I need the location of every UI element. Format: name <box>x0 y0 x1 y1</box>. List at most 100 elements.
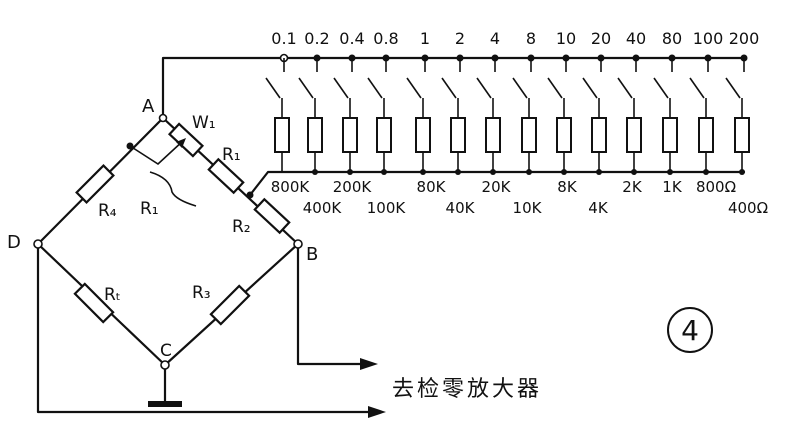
res-value-upper-3: 20K <box>482 178 512 196</box>
label-rt: Rₜ <box>104 285 121 305</box>
bottom-node-3 <box>381 169 387 175</box>
label-r4: R₄ <box>98 201 117 221</box>
res-value-lower-5: 400Ω <box>728 199 768 217</box>
ladder-resistor-7 <box>521 117 537 153</box>
switch-4[interactable] <box>406 77 422 99</box>
range-label-13: 200 <box>729 29 760 48</box>
range-switch-ladder <box>265 53 750 175</box>
ladder-resistor-3 <box>376 117 392 153</box>
brace-r1-portion <box>149 171 197 207</box>
bottom-node-4 <box>420 169 426 175</box>
range-label-9: 20 <box>591 29 611 48</box>
resistor-value-labels-lower: 400K 100K 40K 10K 4K 400Ω <box>303 199 768 217</box>
label-r3: R₃ <box>192 283 211 303</box>
range-label-10: 40 <box>626 29 646 48</box>
terminal-a[interactable] <box>158 113 168 123</box>
res-value-upper-2: 80K <box>417 178 447 196</box>
bottom-node-10 <box>631 169 637 175</box>
ladder-resistor-1 <box>307 117 323 153</box>
node-label-b: B <box>306 244 318 265</box>
ladder-resistor-9 <box>591 117 607 153</box>
node-label-c: C <box>160 341 172 361</box>
switch-5[interactable] <box>441 77 457 99</box>
ladder-resistor-4 <box>415 117 431 153</box>
resistor-rt <box>73 282 115 324</box>
bottom-node-9 <box>596 169 602 175</box>
ladder-resistor-13 <box>734 117 750 153</box>
bottom-node-7 <box>526 169 532 175</box>
resistor-r3 <box>209 284 251 326</box>
res-value-upper-0: 800K <box>271 178 311 196</box>
figure-number-circle <box>667 307 713 353</box>
output-label: 去检零放大器 <box>392 377 542 402</box>
label-r1-pot: R₁ <box>140 199 159 219</box>
res-value-lower-4: 4K <box>588 199 609 217</box>
terminal-c[interactable] <box>160 360 170 370</box>
range-label-4: 1 <box>420 29 430 48</box>
label-w1: W₁ <box>192 113 216 133</box>
res-value-upper-6: 1K <box>662 178 683 196</box>
res-value-upper-1: 200K <box>333 178 373 196</box>
ladder-resistor-11 <box>662 117 678 153</box>
range-label-3: 0.8 <box>373 29 398 48</box>
resistor-r2 <box>253 197 291 235</box>
bottom-node-11 <box>667 169 673 175</box>
switch-6[interactable] <box>476 77 492 99</box>
switch-12[interactable] <box>689 77 705 99</box>
switch-10[interactable] <box>617 77 633 99</box>
res-value-upper-5: 2K <box>622 178 643 196</box>
arrow-b-output <box>360 358 378 370</box>
bottom-node-8 <box>561 169 567 175</box>
range-label-12: 100 <box>693 29 724 48</box>
figure-number: 4 <box>681 314 699 347</box>
wire-b-output <box>296 242 364 366</box>
ladder-resistor-10 <box>626 117 642 153</box>
bottom-node-2 <box>347 169 353 175</box>
terminal-b[interactable] <box>293 239 303 249</box>
wiper-w1 <box>129 139 185 166</box>
res-value-lower-0: 400K <box>303 199 343 217</box>
junction-left-arm <box>126 142 134 150</box>
res-value-lower-2: 40K <box>446 199 476 217</box>
ladder-resistor-5 <box>450 117 466 153</box>
ladder-resistor-8 <box>556 117 572 153</box>
switch-13[interactable] <box>725 77 741 99</box>
range-label-1: 0.2 <box>304 29 329 48</box>
switch-8[interactable] <box>547 77 563 99</box>
wiper-w1-arrow <box>176 138 186 148</box>
bottom-node-13 <box>739 169 745 175</box>
range-label-7: 8 <box>526 29 536 48</box>
res-value-upper-4: 8K <box>557 178 578 196</box>
switch-11[interactable] <box>653 77 669 99</box>
arrow-d-output <box>368 406 386 418</box>
ladder-resistor-6 <box>485 117 501 153</box>
switch-2[interactable] <box>333 77 349 99</box>
bottom-node-5 <box>455 169 461 175</box>
wire-a-top-bus <box>161 56 746 120</box>
terminal-d[interactable] <box>33 239 43 249</box>
ladder-resistor-2 <box>342 117 358 153</box>
bottom-node-1 <box>312 169 318 175</box>
range-label-8: 10 <box>556 29 576 48</box>
ladder-resistor-12 <box>698 117 714 153</box>
resistor-r4 <box>75 164 115 204</box>
switch-1[interactable] <box>298 77 314 99</box>
switch-9[interactable] <box>582 77 598 99</box>
res-value-lower-3: 10K <box>513 199 543 217</box>
switch-0[interactable] <box>265 77 281 99</box>
range-label-11: 80 <box>662 29 682 48</box>
switch-7[interactable] <box>512 77 528 99</box>
bottom-node-12 <box>703 169 709 175</box>
bottom-node-6 <box>490 169 496 175</box>
wire-d-output <box>36 242 374 414</box>
resistor-value-labels-upper: 800K 200K 80K 20K 8K 2K 1K 800Ω <box>271 178 736 196</box>
res-value-upper-7: 800Ω <box>696 178 736 196</box>
ladder-resistor-0 <box>274 117 290 153</box>
switch-3[interactable] <box>367 77 383 99</box>
range-label-0: 0.1 <box>271 29 296 48</box>
res-value-lower-1: 100K <box>367 199 407 217</box>
node-label-a: A <box>142 96 155 117</box>
ground-symbol <box>148 401 182 407</box>
